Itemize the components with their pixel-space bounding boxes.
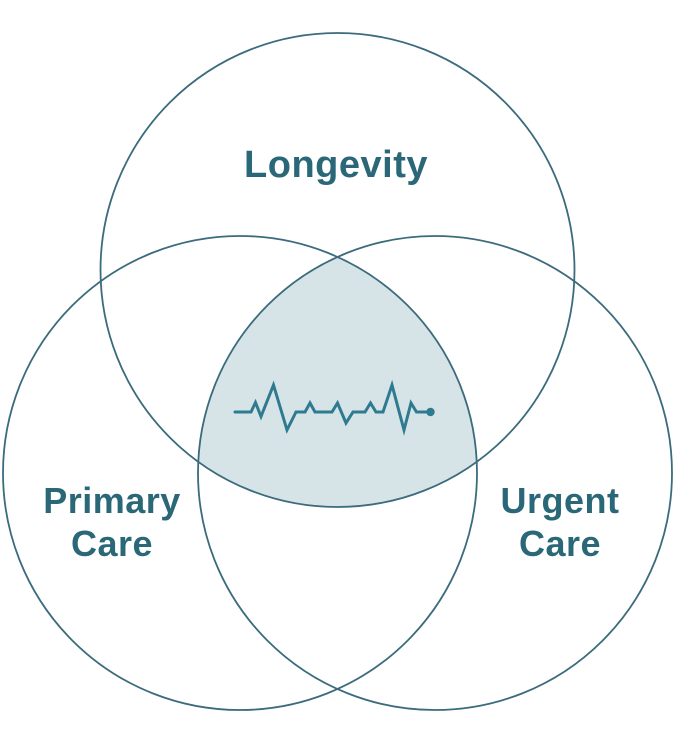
- longevity-circle: [99, 32, 576, 508]
- label-primary-care-line1: Primary: [43, 480, 181, 521]
- urgent-care-circle: [197, 235, 673, 711]
- primary-care-circle: [2, 235, 478, 711]
- label-urgent-care: Urgent Care: [501, 479, 620, 565]
- heartbeat-icon: [233, 379, 435, 436]
- label-primary-care-line2: Care: [70, 523, 154, 564]
- label-longevity: Longevity: [244, 144, 428, 186]
- center-intersection-region: [198, 257, 477, 507]
- heartbeat-end-dot: [426, 407, 435, 417]
- label-urgent-care-line2: Care: [518, 523, 602, 564]
- heartbeat-line: [233, 379, 432, 436]
- label-primary-care: Primary Care: [43, 479, 181, 565]
- label-urgent-care-line1: Urgent: [500, 480, 620, 521]
